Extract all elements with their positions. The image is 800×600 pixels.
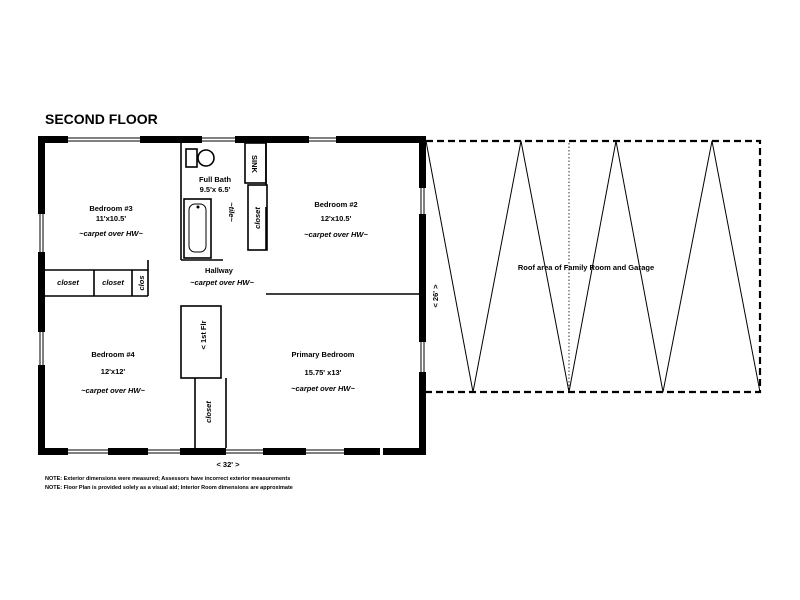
bath-closet-label: closet — [253, 207, 262, 229]
bedroom3-name: Bedroom #3 — [89, 204, 132, 213]
primary-floor: ~carpet over HW~ — [291, 384, 355, 393]
closet-lower-label: closet — [204, 401, 213, 423]
stairs-label: < 1st Flr — [199, 320, 208, 349]
bedroom2-floor: ~carpet over HW~ — [304, 230, 368, 239]
primary-name: Primary Bedroom — [292, 350, 355, 359]
bedroom4-size: 12'x12' — [101, 367, 126, 376]
bath-floor: ~tile~ — [227, 202, 236, 222]
sink-label: SINK — [250, 155, 259, 174]
bedroom2-name: Bedroom #2 — [314, 200, 357, 209]
toilet-icon — [185, 148, 215, 168]
width-dimension: < 32' > — [216, 460, 240, 469]
closet-small-label: clos — [137, 275, 146, 290]
closet-left1-label: closet — [57, 278, 79, 287]
bathtub-icon — [183, 198, 212, 259]
exterior-walls — [38, 136, 426, 455]
closet-left2-label: closet — [102, 278, 124, 287]
interior-walls — [45, 142, 419, 448]
floor-title: SECOND FLOOR — [45, 111, 158, 127]
bedroom3-size: 11'x10.5' — [96, 214, 126, 223]
hallway-floor: ~carpet over HW~ — [190, 278, 254, 287]
note-1: NOTE: Exterior dimensions were measured;… — [45, 476, 290, 482]
bath-name: Full Bath — [199, 175, 231, 184]
bedroom4-name: Bedroom #4 — [91, 350, 135, 359]
bedroom3-floor: ~carpet over HW~ — [79, 229, 143, 238]
bedroom2-size: 12'x10.5' — [321, 214, 352, 223]
depth-dimension: < 26' > — [431, 284, 440, 308]
roof-label: Roof area of Family Room and Garage — [518, 263, 654, 272]
bath-size: 9.5'x 6.5' — [200, 185, 231, 194]
roof-area — [425, 139, 762, 394]
note-2: NOTE: Floor Plan is provided solely as a… — [45, 485, 293, 491]
bedroom4-floor: ~carpet over HW~ — [81, 386, 145, 395]
hallway-name: Hallway — [205, 266, 234, 275]
primary-size: 15.75' x13' — [305, 368, 342, 377]
